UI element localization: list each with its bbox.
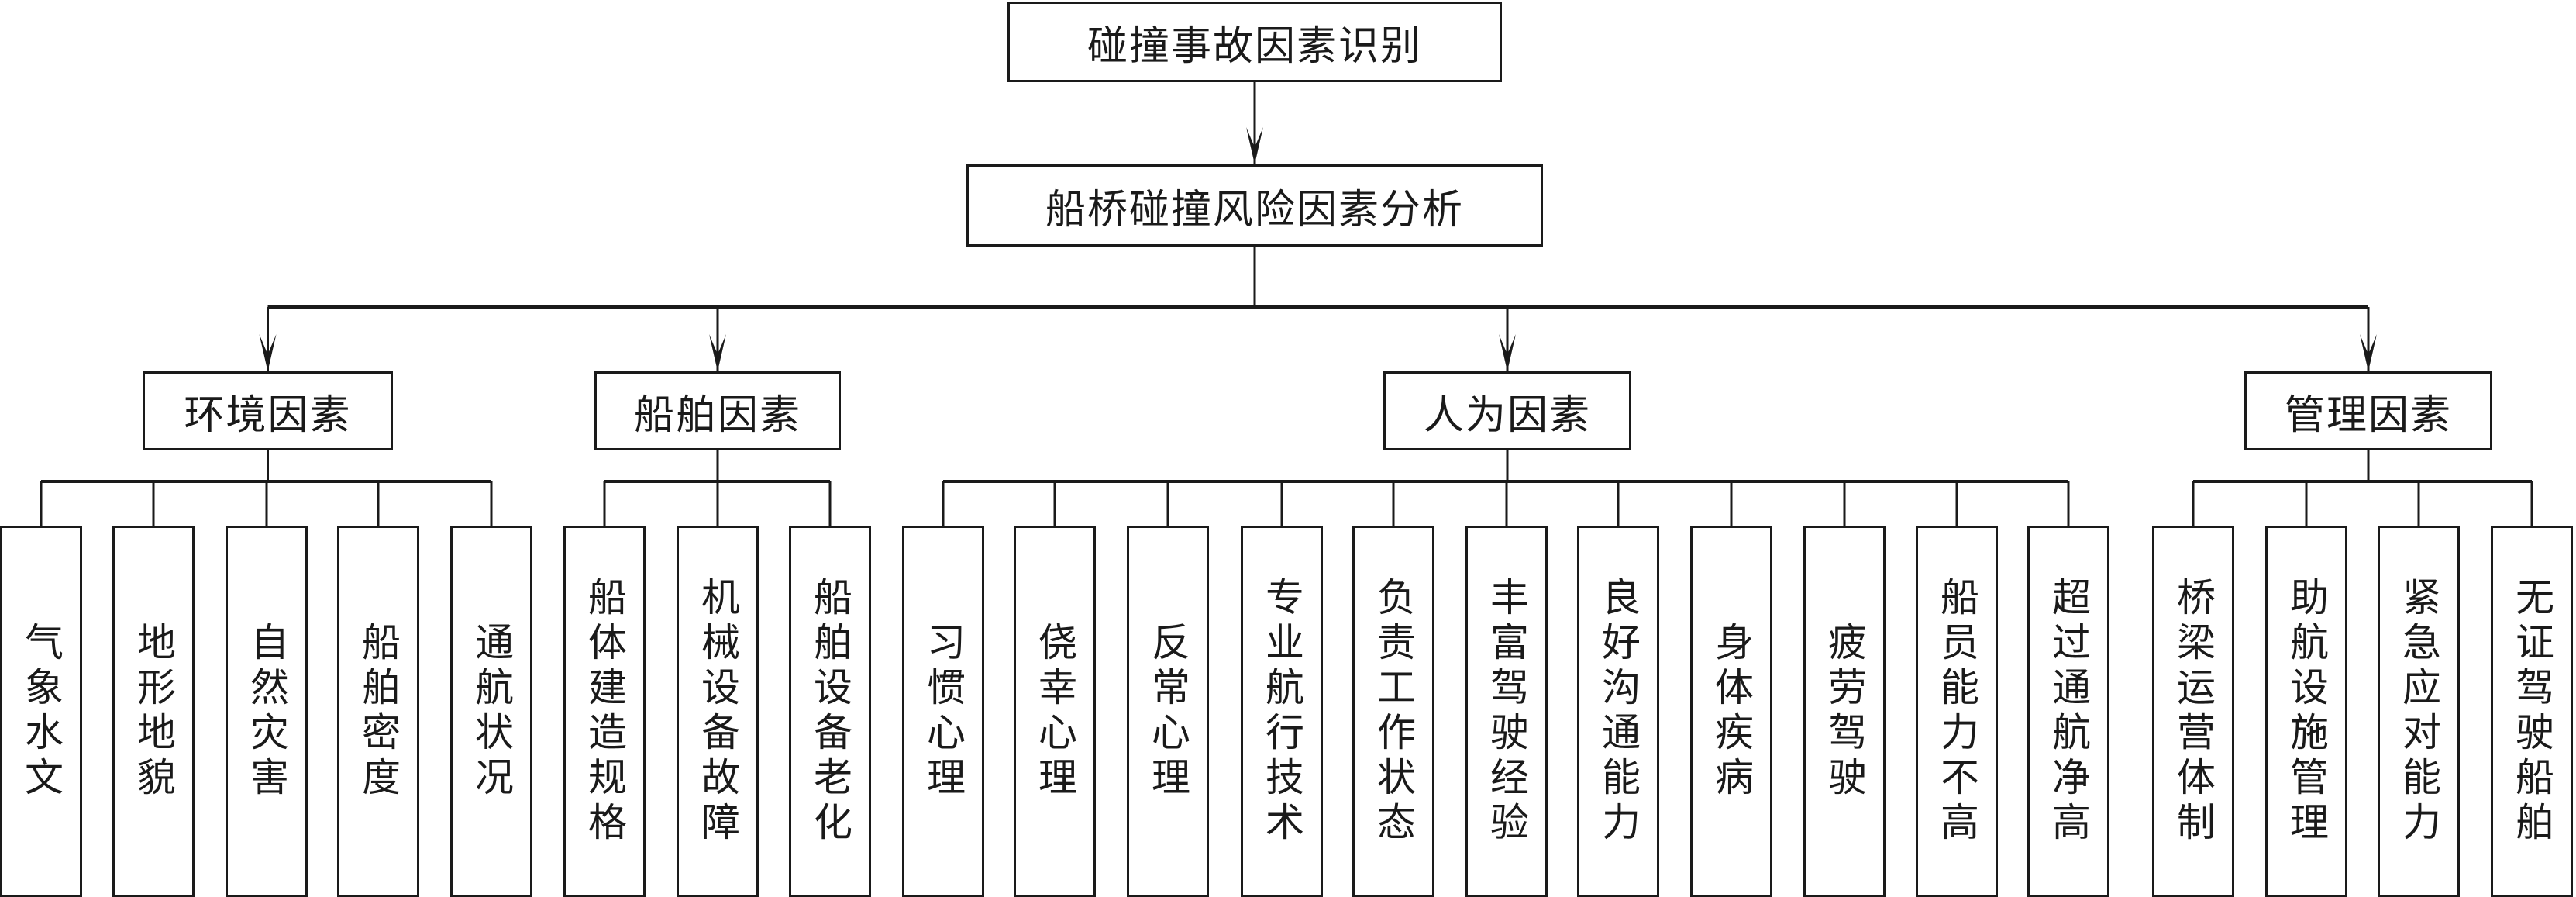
leaf-label: 机械设备故障 — [695, 576, 740, 847]
arrowhead-icon — [259, 334, 277, 371]
category-node-human: 人为因素 — [1383, 371, 1631, 450]
leaf-node: 超过通航净高 — [2027, 526, 2109, 897]
category-label: 船舶因素 — [633, 392, 801, 439]
leaf-label: 船员能力不高 — [1934, 576, 1979, 847]
leaf-node: 习惯心理 — [902, 526, 984, 897]
arrowhead-icon — [709, 334, 726, 371]
category-label: 管理因素 — [2284, 392, 2452, 439]
leaf-label: 反常心理 — [1145, 621, 1190, 802]
leaf-node: 良好沟通能力 — [1577, 526, 1659, 897]
category-node-environment: 环境因素 — [143, 371, 393, 450]
leaf-label: 助航设施管理 — [2284, 576, 2329, 847]
leaf-label: 疲劳驾驶 — [1822, 621, 1867, 802]
leaf-label: 桥梁运营体制 — [2171, 576, 2216, 847]
leaf-node: 侥幸心理 — [1014, 526, 1096, 897]
leaf-label: 自然灾害 — [244, 621, 289, 802]
leaf-label: 通航状况 — [469, 621, 514, 802]
category-node-management: 管理因素 — [2244, 371, 2492, 450]
leaf-node: 紧急应对能力 — [2378, 526, 2460, 897]
root-node: 碰撞事故因素识别 — [1007, 2, 1502, 82]
arrowhead-icon — [2360, 334, 2377, 371]
analysis-node: 船桥碰撞风险因素分析 — [966, 164, 1543, 247]
leaf-node: 地形地貌 — [112, 526, 195, 897]
leaf-node: 船体建造规格 — [563, 526, 646, 897]
leaf-node: 通航状况 — [450, 526, 532, 897]
leaf-node: 机械设备故障 — [677, 526, 759, 897]
leaf-node: 船舶设备老化 — [789, 526, 871, 897]
leaf-label: 船舶设备老化 — [808, 576, 852, 847]
category-node-ship: 船舶因素 — [594, 371, 841, 450]
leaf-label: 习惯心理 — [921, 621, 966, 802]
leaf-label: 气象水文 — [19, 621, 64, 802]
leaf-node: 自然灾害 — [226, 526, 308, 897]
category-label: 环境因素 — [184, 392, 352, 439]
leaf-label: 负责工作状态 — [1371, 576, 1416, 847]
analysis-node-label: 船桥碰撞风险因素分析 — [1045, 186, 1464, 233]
leaf-node: 身体疾病 — [1690, 526, 1772, 897]
leaf-label: 丰富驾驶经验 — [1484, 576, 1529, 847]
leaf-label: 紧急应对能力 — [2396, 576, 2441, 847]
leaf-label: 超过通航净高 — [2046, 576, 2091, 847]
leaf-label: 地形地貌 — [131, 621, 176, 802]
leaf-label: 良好沟通能力 — [1596, 576, 1641, 847]
leaf-node: 船舶密度 — [337, 526, 419, 897]
leaf-node: 无证驾驶船舶 — [2491, 526, 2573, 897]
leaf-label: 身体疾病 — [1709, 621, 1754, 802]
leaf-node: 疲劳驾驶 — [1803, 526, 1886, 897]
leaf-node: 气象水文 — [0, 526, 82, 897]
leaf-node: 专业航行技术 — [1241, 526, 1323, 897]
root-node-label: 碰撞事故因素识别 — [1087, 22, 1422, 70]
leaf-label: 船体建造规格 — [582, 576, 627, 847]
leaf-node: 助航设施管理 — [2265, 526, 2347, 897]
leaf-node: 负责工作状态 — [1352, 526, 1434, 897]
leaf-label: 船舶密度 — [356, 621, 401, 802]
arrowhead-icon — [1246, 127, 1263, 164]
leaf-label: 专业航行技术 — [1259, 576, 1304, 847]
arrowhead-icon — [1499, 334, 1516, 371]
leaf-node: 桥梁运营体制 — [2152, 526, 2234, 897]
category-label: 人为因素 — [1423, 392, 1591, 439]
leaf-node: 船员能力不高 — [1916, 526, 1998, 897]
leaf-node: 丰富驾驶经验 — [1465, 526, 1548, 897]
leaf-node: 反常心理 — [1127, 526, 1209, 897]
leaf-label: 侥幸心理 — [1032, 621, 1077, 802]
leaf-label: 无证驾驶船舶 — [2509, 576, 2554, 847]
